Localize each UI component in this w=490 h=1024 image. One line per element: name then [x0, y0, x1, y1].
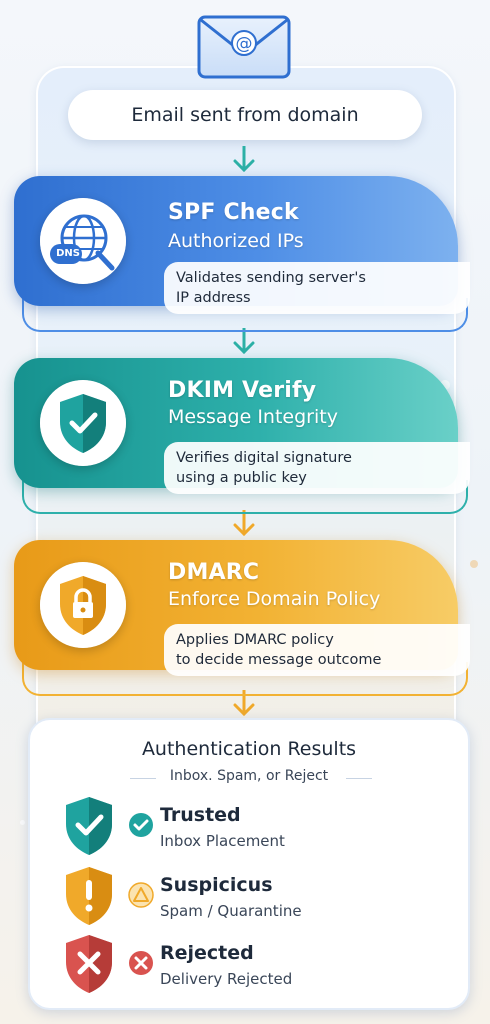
dmarc-note: Applies DMARC policy to decide message o… [164, 624, 470, 676]
shield-check-icon [60, 394, 106, 453]
dkim-note-line: using a public key [176, 470, 307, 486]
spf-title: SPF Check [168, 200, 299, 225]
result-desc: Delivery Rejected [160, 970, 293, 988]
dmarc-card-edge [22, 662, 468, 696]
results-subtitle: Inbox. Spam, or Reject [169, 768, 329, 784]
spf-subtitle: Authorized IPs [168, 230, 304, 252]
x-circle-icon [129, 951, 153, 975]
spf-note-line: Validates sending server's [176, 270, 366, 286]
dkim-badge [40, 380, 126, 466]
spf-badge: DNS [40, 198, 126, 284]
dmarc-note-line: to decide message outcome [176, 652, 382, 668]
authentication-results-panel: Authentication Results Inbox. Spam, or R… [28, 718, 470, 1010]
shield-check-icon [66, 797, 112, 855]
decor-dot [440, 380, 450, 390]
dmarc-subtitle: Enforce Domain Policy [168, 588, 381, 610]
decor-dot [470, 560, 478, 568]
warning-circle-icon [128, 882, 154, 908]
result-trusted: Trusted Inbox Placement [60, 794, 460, 858]
globe-magnifier-icon [50, 214, 115, 271]
result-label: Suspicicus [160, 874, 273, 896]
spf-check-card: DNS SPF Check Authorized IPs Validates s… [14, 176, 470, 314]
result-suspicious: Suspicicus Spam / Quarantine [60, 864, 460, 928]
dkim-title: DKIM Verify [168, 378, 317, 403]
dkim-card-edge [22, 480, 468, 514]
divider [346, 778, 372, 779]
dkim-note: Verifies digital signature using a publi… [164, 442, 470, 494]
dmarc-badge [40, 562, 126, 648]
arrow-down-icon [233, 510, 255, 537]
dkim-note-line: Verifies digital signature [176, 450, 352, 466]
arrow-down-icon [233, 146, 255, 173]
spf-note-line: IP address [176, 290, 251, 306]
dkim-verify-card: DKIM Verify Message Integrity Verifies d… [14, 358, 470, 494]
spf-card-edge [22, 298, 468, 332]
dns-badge-text: DNS [56, 248, 80, 259]
check-circle-icon [129, 813, 153, 837]
result-label: Rejected [160, 942, 254, 964]
divider [130, 778, 156, 779]
shield-lock-icon [60, 576, 106, 635]
dmarc-card: DMARC Enforce Domain Policy Applies DMAR… [14, 540, 470, 676]
results-title: Authentication Results [141, 738, 357, 760]
result-desc: Inbox Placement [160, 832, 285, 850]
dkim-subtitle: Message Integrity [168, 406, 338, 428]
dmarc-title: DMARC [168, 560, 260, 585]
svg-text:@: @ [236, 34, 253, 54]
result-desc: Spam / Quarantine [160, 902, 302, 920]
dmarc-note-line: Applies DMARC policy [176, 632, 334, 648]
email-sent-label: Email sent from domain [131, 104, 359, 126]
decor-dot [20, 820, 25, 825]
spf-note: Validates sending server's IP address [164, 262, 470, 314]
email-sent-pill: Email sent from domain [68, 90, 422, 140]
result-label: Trusted [160, 804, 241, 826]
envelope-icon: @ [197, 15, 291, 79]
shield-exclamation-icon [66, 867, 112, 925]
shield-x-icon [66, 935, 112, 993]
arrow-down-icon [233, 328, 255, 355]
result-rejected: Rejected Delivery Rejected [60, 932, 460, 996]
